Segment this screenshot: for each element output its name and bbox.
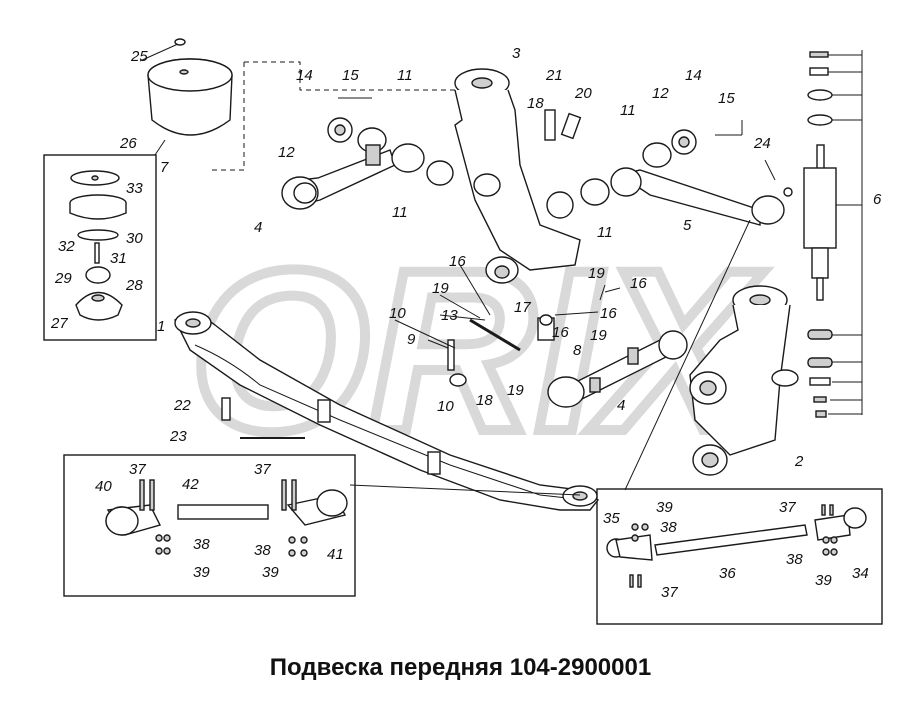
callout-30: 30 <box>126 230 143 247</box>
fasteners-center <box>221 314 555 439</box>
callout-37-d: 37 <box>661 584 678 601</box>
callout-38-d: 38 <box>786 551 803 568</box>
callout-19-c: 19 <box>590 327 607 344</box>
callout-19-b: 19 <box>588 265 605 282</box>
callout-11-c: 11 <box>597 224 613 241</box>
inset-frame-bottom-right <box>596 488 883 625</box>
callout-4-upper: 4 <box>254 219 262 236</box>
callout-15-right: 15 <box>718 90 735 107</box>
callout-33: 33 <box>126 180 143 197</box>
callout-19-d: 19 <box>507 382 524 399</box>
callout-5: 5 <box>683 217 692 234</box>
callout-13: 13 <box>441 307 458 324</box>
callouts: 1 2 3 4 4 5 6 7 8 9 10 10 11 11 11 11 12… <box>50 45 882 601</box>
inset-left-parts <box>69 170 127 321</box>
diagram-caption: Подвеска передняя 104-2900001 <box>269 654 652 681</box>
callout-16-a: 16 <box>449 253 466 270</box>
leader-lines <box>139 43 776 496</box>
axle-beam <box>174 311 600 511</box>
callout-1: 1 <box>157 318 165 335</box>
callout-8: 8 <box>573 342 582 359</box>
callout-38-a: 38 <box>193 536 210 553</box>
callout-34: 34 <box>852 565 869 582</box>
callout-21: 21 <box>545 67 563 84</box>
callout-17: 17 <box>514 299 531 316</box>
air-spring <box>147 38 460 171</box>
callout-10-upper: 10 <box>389 305 406 322</box>
callout-39-d: 39 <box>815 572 832 589</box>
callout-12-left: 12 <box>278 144 295 161</box>
callout-41: 41 <box>327 546 344 563</box>
callout-2: 2 <box>794 453 804 470</box>
callout-26: 26 <box>119 135 137 152</box>
callout-39-b: 39 <box>262 564 279 581</box>
callout-29: 29 <box>54 270 72 287</box>
upper-arm-right <box>580 129 793 226</box>
lower-arm-center <box>547 330 688 408</box>
callout-32: 32 <box>58 238 75 255</box>
callout-16-b: 16 <box>630 275 647 292</box>
callout-39-a: 39 <box>193 564 210 581</box>
callout-20: 20 <box>574 85 592 102</box>
callout-19-a: 19 <box>432 280 449 297</box>
callout-28: 28 <box>125 277 143 294</box>
bracket-3 <box>454 68 582 284</box>
callout-22: 22 <box>173 397 191 414</box>
upper-arm-left <box>281 117 454 210</box>
callout-12-right: 12 <box>652 85 669 102</box>
callout-39-c: 39 <box>656 499 673 516</box>
inset-bottom-left-parts <box>105 479 348 557</box>
callout-24: 24 <box>753 135 771 152</box>
callout-10-lower: 10 <box>437 398 454 415</box>
callout-31: 31 <box>110 250 127 267</box>
callout-37-a: 37 <box>129 461 146 478</box>
callout-37-c: 37 <box>779 499 796 516</box>
callout-11-b: 11 <box>392 204 408 221</box>
callout-42: 42 <box>182 476 199 493</box>
callout-3: 3 <box>512 45 521 62</box>
callout-11-d: 11 <box>620 102 636 119</box>
callout-11-a: 11 <box>397 67 413 84</box>
callout-14-left: 14 <box>296 67 313 84</box>
callout-37-b: 37 <box>254 461 271 478</box>
callout-14-right: 14 <box>685 67 702 84</box>
callout-7: 7 <box>160 159 169 176</box>
callout-23: 23 <box>169 428 187 445</box>
callout-6: 6 <box>873 191 882 208</box>
callout-15-left: 15 <box>342 67 359 84</box>
callout-16-d: 16 <box>552 324 569 341</box>
callout-4-lower: 4 <box>617 397 625 414</box>
inset-bottom-right-parts <box>606 504 867 588</box>
inset-frame-left <box>43 154 157 341</box>
callout-16-c: 16 <box>600 305 617 322</box>
callout-18-upper: 18 <box>527 95 544 112</box>
callout-25: 25 <box>130 48 148 65</box>
callout-9: 9 <box>407 331 416 348</box>
callout-38-c: 38 <box>660 519 677 536</box>
bracket-2 <box>689 285 799 476</box>
callout-35: 35 <box>603 510 620 527</box>
shock-absorber <box>803 50 863 418</box>
callout-27: 27 <box>50 315 68 332</box>
callout-38-b: 38 <box>254 542 271 559</box>
callout-18-lower: 18 <box>476 392 493 409</box>
inset-frame-bottom-left <box>63 454 356 597</box>
callout-36: 36 <box>719 565 736 582</box>
callout-40: 40 <box>95 478 112 495</box>
